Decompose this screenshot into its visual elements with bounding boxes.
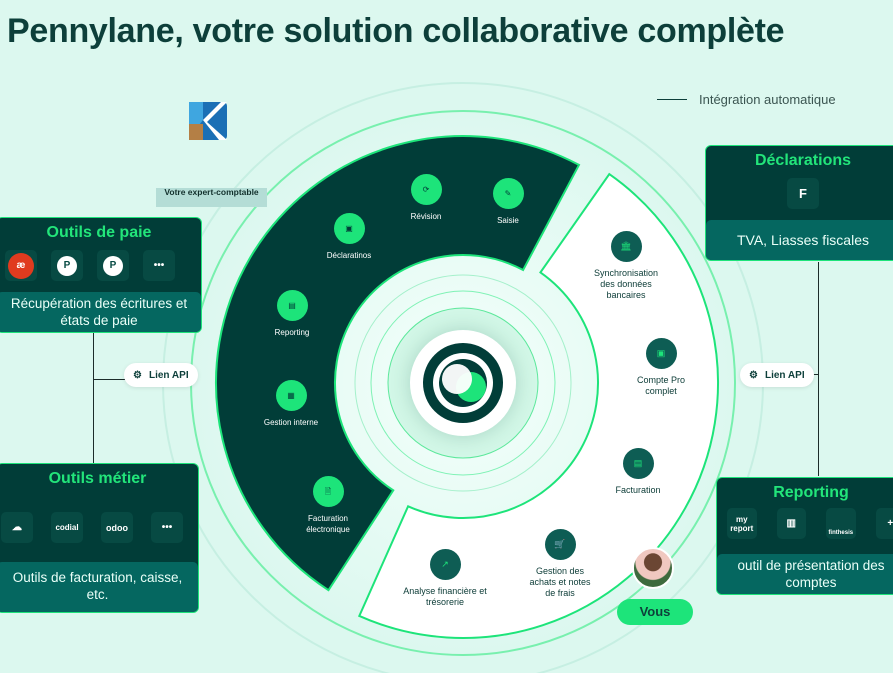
invoice-icon: 🗎 xyxy=(312,476,344,507)
user-avatar xyxy=(632,547,674,589)
item-label: Analyse financière et trésorerie xyxy=(403,586,487,607)
item-saisie[interactable]: ✎ Saisie xyxy=(453,178,563,226)
item-gestion-achats[interactable]: 🛒 Gestion des achats et notes de frais xyxy=(525,529,595,599)
wallet-icon: ▣ xyxy=(645,338,677,369)
panel-reporting: Reporting my report ▥ finthesis + outil … xyxy=(716,477,893,595)
more-icon[interactable]: ••• xyxy=(143,250,175,281)
vous-button[interactable]: Vous xyxy=(617,599,693,625)
panel-outils-metier: Outils métier ☁ codial odoo ••• Outils d… xyxy=(0,463,199,613)
pennylane-logo xyxy=(410,330,516,436)
more-icon[interactable]: + xyxy=(875,508,893,539)
badge-icon: ▣ xyxy=(333,213,365,244)
panel-description: TVA, Liasses fiscales xyxy=(706,220,893,260)
legend: Intégration automatique xyxy=(657,92,836,107)
panel-title: Outils métier xyxy=(48,470,147,487)
expert-label: Votre expert-comptable xyxy=(156,188,267,207)
finthesis-icon[interactable]: finthesis xyxy=(826,508,856,539)
item-label: Facturation xyxy=(615,485,661,495)
panel-declarations: Déclarations F TVA, Liasses fiscales xyxy=(705,145,893,261)
item-label: Gestion des achats et notes de frais xyxy=(529,566,591,598)
bank-icon: 🏛 xyxy=(610,231,642,262)
report-icon: ▤ xyxy=(276,290,308,321)
refresh-icon: ⟳ xyxy=(410,174,442,205)
item-reporting[interactable]: ▤ Reporting xyxy=(237,290,347,338)
payfit-icon[interactable]: æ xyxy=(5,250,37,281)
trend-icon: ↗ xyxy=(429,549,461,580)
legend-label: Intégration automatique xyxy=(699,92,836,107)
edit-icon: ✎ xyxy=(492,178,524,209)
cloud-icon[interactable]: ☁ xyxy=(1,512,33,543)
panel-title: Déclarations xyxy=(754,152,852,169)
kalpac-k-icon xyxy=(189,102,227,140)
item-label: Synchronisation des données bancaires xyxy=(593,268,659,300)
item-label: Reporting xyxy=(274,328,310,337)
odoo-icon[interactable]: odoo xyxy=(101,512,133,543)
connector xyxy=(93,333,94,463)
panel-title: Reporting xyxy=(773,484,849,501)
connector xyxy=(93,379,125,380)
panel-title: Outils de paie xyxy=(46,224,152,241)
myreport-icon[interactable]: my report xyxy=(727,508,757,539)
item-declarations[interactable]: ▣ Déclaratinos xyxy=(294,213,404,261)
panel-outils-paie: Outils de paie æ P P ••• Récupération de… xyxy=(0,217,202,333)
cart-icon: 🛒 xyxy=(544,529,576,560)
document-icon: ▤ xyxy=(622,448,654,479)
item-label: Gestion interne xyxy=(263,418,319,427)
kalpac-logo xyxy=(178,102,238,145)
panel-description: Outils de facturation, caisse, etc. xyxy=(0,562,198,612)
pennylane-logo-icon xyxy=(423,343,503,423)
building-icon: ▦ xyxy=(275,380,307,411)
item-compte-pro[interactable]: ▣ Compte Pro complet xyxy=(626,338,696,397)
more-icon[interactable]: ••• xyxy=(151,512,183,543)
gear-icon: ⚙ xyxy=(749,369,758,381)
api-label: Lien API xyxy=(764,369,805,381)
powerbi-icon[interactable]: ▥ xyxy=(776,508,806,539)
item-label: Facturation électronique xyxy=(306,514,350,534)
item-label: Révision xyxy=(410,212,442,221)
item-facturation[interactable]: ▤ Facturation xyxy=(583,448,693,496)
item-label: Compte Pro complet xyxy=(636,375,686,396)
item-gestion-interne[interactable]: ▦ Gestion interne xyxy=(261,380,321,428)
api-link-left[interactable]: ⚙ Lien API xyxy=(124,363,198,387)
legend-line xyxy=(657,99,687,100)
item-analyse-financiere[interactable]: ↗ Analyse financière et trésorerie xyxy=(395,549,495,608)
item-label: Saisie xyxy=(497,216,519,225)
item-label: Déclaratinos xyxy=(326,251,372,260)
item-revision[interactable]: ⟳ Révision xyxy=(371,174,481,222)
payroll-p-icon[interactable]: P xyxy=(51,250,83,281)
page-title: Pennylane, votre solution collaborative … xyxy=(7,12,785,50)
api-label: Lien API xyxy=(148,369,189,381)
item-facturation-electronique[interactable]: 🗎 Facturation électronique xyxy=(293,476,363,535)
api-link-right[interactable]: ⚙ Lien API xyxy=(740,363,814,387)
codial-icon[interactable]: codial xyxy=(51,512,83,543)
panel-description: outil de présentation des comptes xyxy=(717,554,893,594)
impots-icon[interactable]: F xyxy=(787,178,819,209)
gear-icon: ⚙ xyxy=(133,369,142,381)
panel-description: Récupération des écritures et états de p… xyxy=(0,292,201,332)
item-synchronisation[interactable]: 🏛 Synchronisation des données bancaires xyxy=(586,231,666,301)
connector xyxy=(818,262,819,476)
payroll-p2-icon[interactable]: P xyxy=(97,250,129,281)
